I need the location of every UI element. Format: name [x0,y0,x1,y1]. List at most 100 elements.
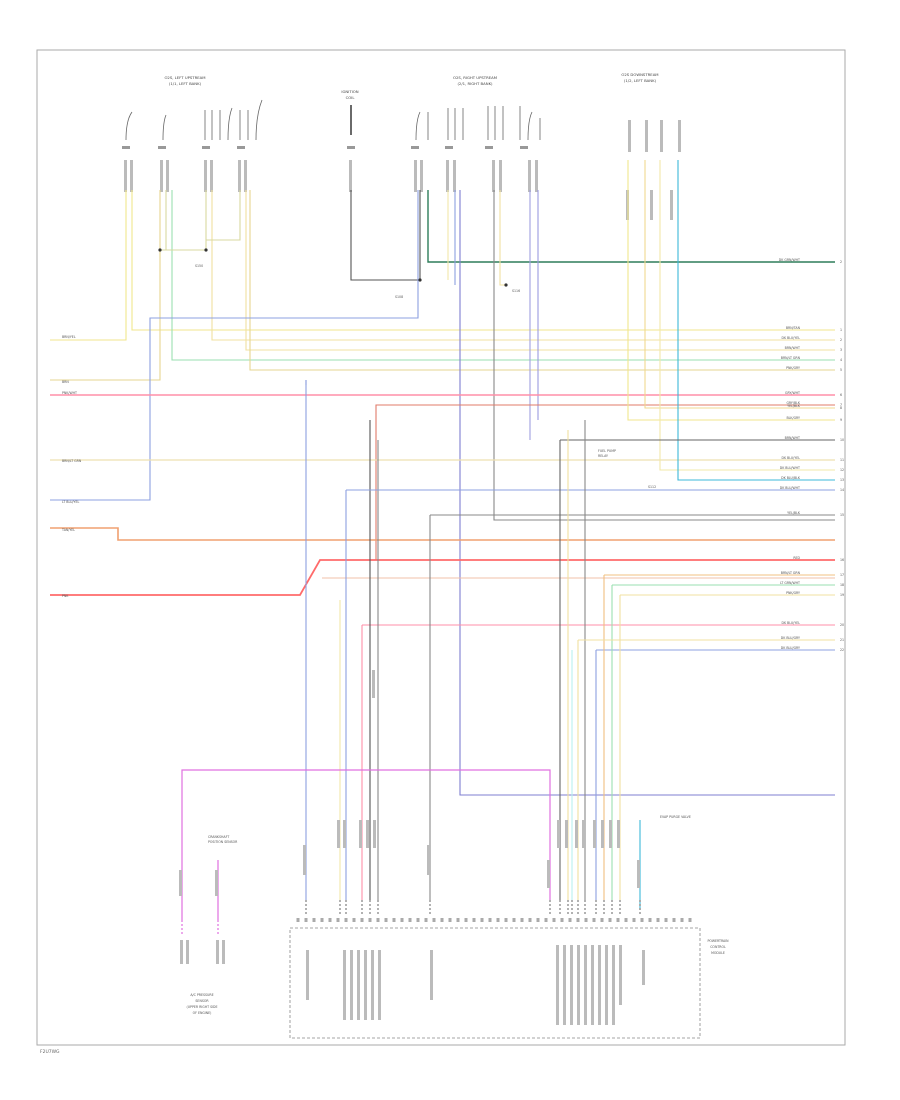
pcm-pin-mark [464,918,468,922]
wire-number: 17 [840,573,844,577]
pcm-pin-mark [584,918,588,922]
pcm-pin-mark [616,918,620,922]
wire-number: 16 [840,558,844,562]
pcm-pin-mark [328,918,332,922]
pcm-pin-mark [496,918,500,922]
left-edge-labels: BRN/YEL BRN PNK/WHT BRN/LT GRN LT BLU/YE… [61,335,82,598]
wire-label: RED [793,556,800,560]
label-line: POWERTRAIN [707,939,729,943]
label-line: O2S, LEFT UPSTREAM [164,75,205,80]
pcm-pin-mark [544,918,548,922]
downstream-sensor-label: O2S DOWNSTREAM (1/2, LEFT BANK) [621,72,658,83]
wire-number: 3 [840,348,842,352]
ignition-coil-label: IGNITION COIL [341,89,358,100]
wire-number: 4 [840,358,842,362]
label-line: COIL [346,95,356,100]
wire-label: DK BLU/YEL [781,336,800,340]
wire-number: 19 [840,593,844,597]
label-line: SENSOR [195,999,209,1003]
pcm-pin-mark [320,918,324,922]
wire-label: LT BLU/YEL [62,500,79,504]
wire-label: BRN [62,380,69,384]
wire-label: GRY/BLK [786,401,800,405]
pcm-pin-mark [680,918,684,922]
wire-label: DK BLU/YEL [781,456,800,460]
wire-number: 2 [840,338,842,342]
wire-label: YEL/BLK [787,511,801,515]
splice-dot [204,248,208,252]
wire-label: DK BLU/GRY [781,636,800,640]
ckp-sensor-label: CRANKSHAFT POSITION SENSOR [208,835,238,844]
wire-label: BRN/LT GRN [781,356,801,360]
pcm-pin-mark [528,918,532,922]
diagram-border [36,49,846,1046]
pcm-pin-mark [424,918,428,922]
pcm-pin-mark [416,918,420,922]
wire-number: 20 [840,623,844,627]
wire-label: DK BLU/YEL [781,621,800,625]
splices [158,248,508,287]
pcm-pin-mark [656,918,660,922]
label-line: OF ENGINE) [193,1011,212,1015]
pcm-pin-mark [632,918,636,922]
label-line: CRANKSHAFT [208,835,229,839]
pcm-pin-mark [368,918,372,922]
label-line: A/C PRESSURE [190,993,213,997]
wire-number: 12 [840,468,844,472]
wire-number: 1 [840,328,842,332]
wire-label: DK BLU/GRY [781,646,800,650]
pcm-pin-mark [344,918,348,922]
wire-number: 18 [840,583,844,587]
evap-valve-label: EVAP PURGE VALVE [660,815,691,819]
pcm-pin-mark [568,918,572,922]
label-line: O2S, RIGHT UPSTREAM [453,75,497,80]
splice-dot [158,248,162,252]
wires [50,160,835,920]
wire-number: 14 [840,488,844,492]
splice-dot [504,283,508,287]
pcm-input-labels [179,670,640,896]
splice-label: S150 [195,264,203,268]
label-line: RELAY [598,454,608,458]
label-line: O2S DOWNSTREAM [621,72,658,77]
label-line: IGNITION [341,89,358,94]
wire-label: YEL/BLK [787,404,801,408]
wire-label: BRN/WHT [785,346,800,350]
wire-label: DK BLU/WHT [780,466,800,470]
pcm-pin-mark [640,918,644,922]
splice-label: S116 [512,289,520,293]
fuel-pump-relay-label: FUEL PUMP RELAY [598,449,616,458]
splice-label: S112 [648,485,656,489]
wire-label: BRN/LT GRN [781,571,801,575]
label-line: MODULE [711,951,725,955]
pcm-pin-mark [440,918,444,922]
reference-code: F2U7WG [40,1049,60,1055]
wire-label: GRY/WHT [785,391,800,395]
upstream-right-sensor-label: O2S, RIGHT UPSTREAM (2/1, RIGHT BANK) [453,75,497,86]
wire-number: 2 [840,260,842,264]
pcm-box [289,927,701,1039]
pcm-pin-mark [400,918,404,922]
wire-label: DK BLU/BLK [781,476,801,480]
wire-number: 11 [840,458,844,462]
sensor-pin-labels [180,940,225,964]
pcm-pin-mark [624,918,628,922]
wire-label: BRN/TAN [786,326,801,330]
pcm-pin-mark [360,918,364,922]
upstream-left-sensor-label: O2S, LEFT UPSTREAM (1/1, LEFT BANK) [164,75,205,86]
pcm-pin-mark [648,918,652,922]
pcm-pin-mark [456,918,460,922]
wire-number: 8 [840,406,842,410]
sensor-connector-dashes [181,920,219,934]
wire-number: 21 [840,638,844,642]
pcm-pin-mark [520,918,524,922]
wire-label: BRN/WHT [785,436,800,440]
wire-number: 5 [840,368,842,372]
pcm-pin-mark [488,918,492,922]
wire-label: BRN/YEL [62,335,76,339]
pcm-pin-mark [336,918,340,922]
pcm-pin-mark [560,918,564,922]
wire-number: 10 [840,438,844,442]
